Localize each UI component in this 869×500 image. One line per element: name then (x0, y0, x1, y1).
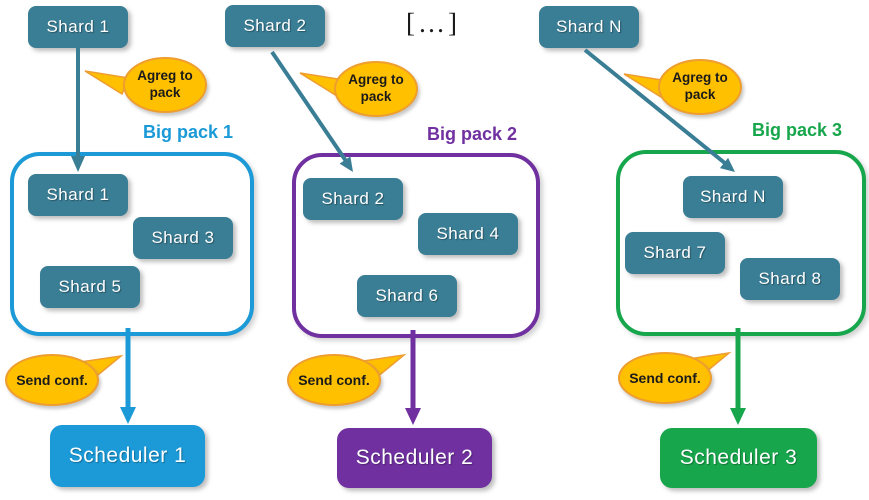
pack2-shard-a: Shard 2 (303, 178, 403, 220)
pack1-shard-a: Shard 1 (28, 174, 128, 216)
pack1-shard-c: Shard 5 (40, 266, 140, 308)
pack3-shard-a: Shard N (683, 176, 783, 218)
send-bubble-1: Send conf. (5, 354, 99, 406)
big-pack-2-title: Big pack 2 (427, 124, 518, 144)
pack3-shard-c: Shard 8 (740, 258, 840, 300)
agreg-arrow-2 (270, 50, 348, 163)
source-shard-2: Shard 2 (225, 5, 325, 47)
scheduler-1-box: Scheduler 1 (50, 425, 205, 487)
source-shard-3: Shard N (539, 6, 639, 48)
pack2-shard-b: Shard 4 (418, 213, 518, 255)
ellipsis-label: […] (406, 8, 460, 38)
big-pack-3 (616, 150, 866, 336)
agreg-bubble-3: Agreg to pack (658, 59, 742, 115)
send-bubble-2: Send conf. (287, 354, 381, 406)
agreg-bubble-2: Agreg to pack (334, 61, 418, 117)
send-bubble-3: Send conf. (618, 352, 712, 404)
agreg-bubble-1: Agreg to pack (123, 57, 207, 113)
pack3-shard-b: Shard 7 (625, 232, 725, 274)
scheduler-2-box: Scheduler 2 (337, 428, 492, 488)
send-arrow-3-head (730, 408, 746, 425)
big-pack-3-title: Big pack 3 (752, 120, 843, 140)
send-arrow-1-head (120, 407, 136, 424)
source-shard-1: Shard 1 (28, 6, 128, 48)
pack2-shard-c: Shard 6 (357, 275, 457, 317)
send-arrow-2-head (405, 408, 421, 425)
scheduler-3-box: Scheduler 3 (660, 428, 817, 488)
pack1-shard-b: Shard 3 (133, 217, 233, 259)
big-pack-1-title: Big pack 1 (143, 122, 234, 142)
